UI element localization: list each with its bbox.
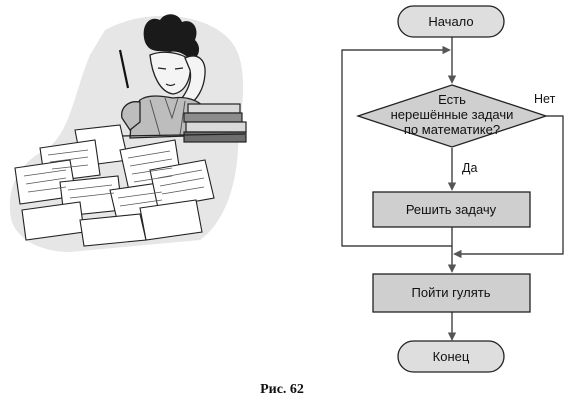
start-label: Начало — [428, 14, 473, 29]
no-branch-connector — [453, 115, 564, 259]
flowchart: Начало Есть нерешённые задачи по математ… — [341, 5, 564, 373]
desk-edge — [119, 133, 246, 137]
yes-label: Да — [462, 161, 477, 175]
boy-hair — [143, 14, 200, 60]
process-walk-label: Пойти гулять — [412, 285, 491, 300]
decision-line-2: нерешённые задачи — [391, 107, 514, 122]
no-label: Нет — [534, 92, 556, 106]
loop-back-connector — [341, 45, 452, 247]
boy-illustration — [9, 14, 247, 253]
boy-face — [149, 51, 192, 95]
decision-line-1: Есть — [438, 92, 466, 107]
flowchart-connectors — [341, 37, 564, 341]
end-node: Конец — [397, 340, 505, 373]
pen-icon — [118, 49, 130, 89]
process-walk-node: Пойти гулять — [372, 273, 531, 313]
paper-pile — [14, 124, 215, 247]
boy-raised-arm — [181, 55, 206, 105]
book-stack — [183, 103, 247, 143]
end-label: Конец — [433, 349, 470, 364]
start-node: Начало — [397, 5, 505, 38]
process-solve-label: Решить задачу — [406, 202, 497, 217]
decision-node: Есть нерешённые задачи по математике? — [355, 84, 549, 148]
process-solve-node: Решить задачу — [372, 191, 531, 228]
boy-shirt-details — [149, 97, 186, 136]
figure-caption: Рис. 62 — [260, 382, 304, 397]
paper-scribbles — [23, 149, 205, 207]
decision-line-3: по математике? — [404, 122, 500, 137]
boy-writing-arm — [121, 101, 141, 131]
boy-face-details — [157, 67, 184, 87]
